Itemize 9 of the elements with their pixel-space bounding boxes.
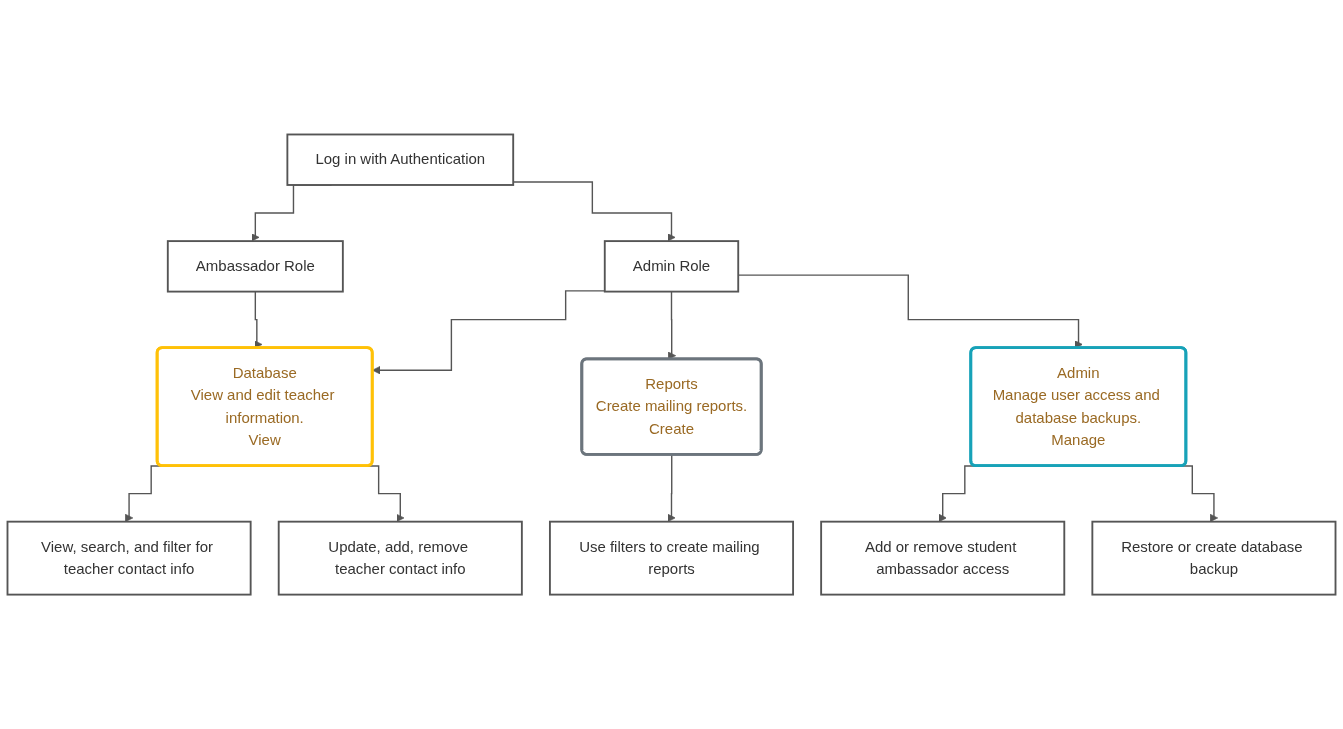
node-box: Add or remove student ambassador access (820, 520, 1066, 596)
arrow (667, 454, 676, 522)
node-box: Log in with Authentication (286, 133, 515, 186)
node-box: View, search, and filter for teacher contact info (6, 520, 252, 596)
node-box: Update, add, remove teacher contact info (277, 520, 523, 596)
node-box: Admin Role (603, 240, 740, 293)
node-box: Ambassador Role (166, 240, 344, 293)
node-box: Restore or create database backup (1091, 520, 1337, 596)
node-box: Use filters to create mailing reports (549, 520, 794, 596)
